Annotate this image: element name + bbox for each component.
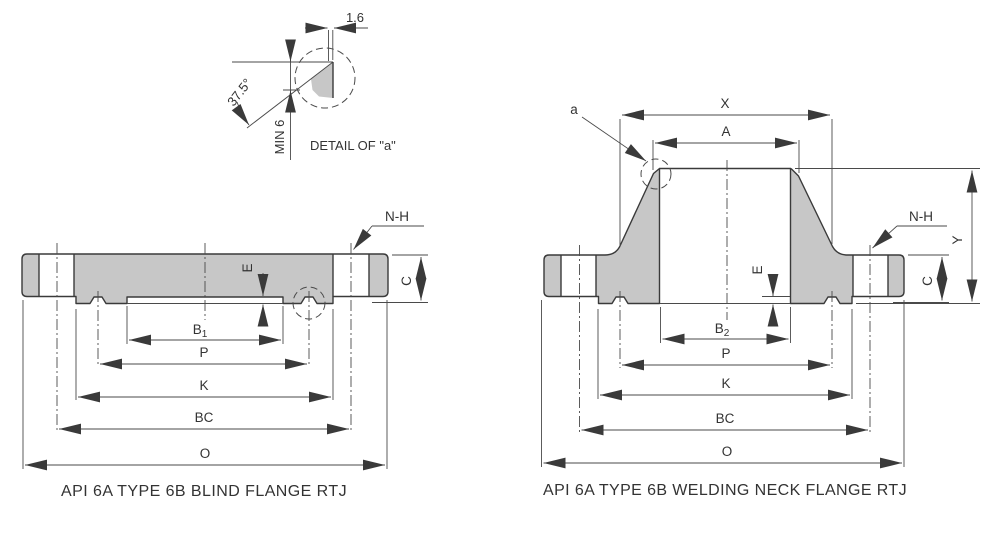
dim-label-y: Y: [950, 235, 965, 244]
detail-min6-label: MIN 6: [272, 120, 287, 155]
welding-neck-flange-caption: API 6A TYPE 6B WELDING NECK FLANGE RTJ: [543, 482, 907, 499]
detail-title: DETAIL OF "a": [310, 138, 396, 153]
dim-label-o: O: [722, 444, 733, 459]
dim-label-bc: BC: [716, 411, 735, 426]
bolt-hole-left: [561, 255, 596, 297]
detail-ref-a: a: [570, 102, 578, 117]
weld-bevel-detail-circle: [640, 158, 672, 190]
dim-label-b1: B1: [193, 322, 208, 340]
dim-label-a: A: [721, 124, 730, 139]
dim-label-c: C: [920, 276, 935, 286]
dim-label-e: E: [750, 265, 765, 274]
detail-inset: 1.6 37.5° MIN 6 DETAIL OF "a": [224, 10, 396, 160]
detail-bevel-section: [311, 62, 333, 98]
detail-circle: [294, 47, 356, 109]
dim-label-x: X: [720, 96, 729, 111]
dim-label-p: P: [721, 346, 730, 361]
dim-label-b2: B2: [715, 321, 730, 339]
bolt-hole-left: [39, 254, 74, 297]
nh-callout: N-H: [385, 209, 409, 224]
detail-dim-1-6: 1.6: [346, 10, 364, 25]
dim-label-k: K: [199, 378, 208, 393]
detail-angle-label: 37.5°: [224, 76, 255, 109]
dim-label-o: O: [200, 446, 211, 461]
dim-label-bc: BC: [195, 410, 214, 425]
dim-label-p: P: [199, 345, 208, 360]
welding-neck-flange-view: a X A Y N-H E C B2 P: [541, 96, 980, 499]
bolt-hole-right: [853, 255, 888, 297]
dim-label-k: K: [721, 376, 730, 391]
blind-flange-caption: API 6A TYPE 6B BLIND FLANGE RTJ: [61, 483, 347, 500]
dim-label-e: E: [240, 263, 255, 272]
blind-flange-view: N-H E C B1 P K BC O API 6A TYPE 6B BLIND: [21, 209, 428, 500]
groove-detail-circle: [292, 286, 326, 320]
nh-callout: N-H: [909, 209, 933, 224]
blind-flange-section: [22, 254, 388, 304]
dim-label-c: C: [399, 276, 414, 286]
